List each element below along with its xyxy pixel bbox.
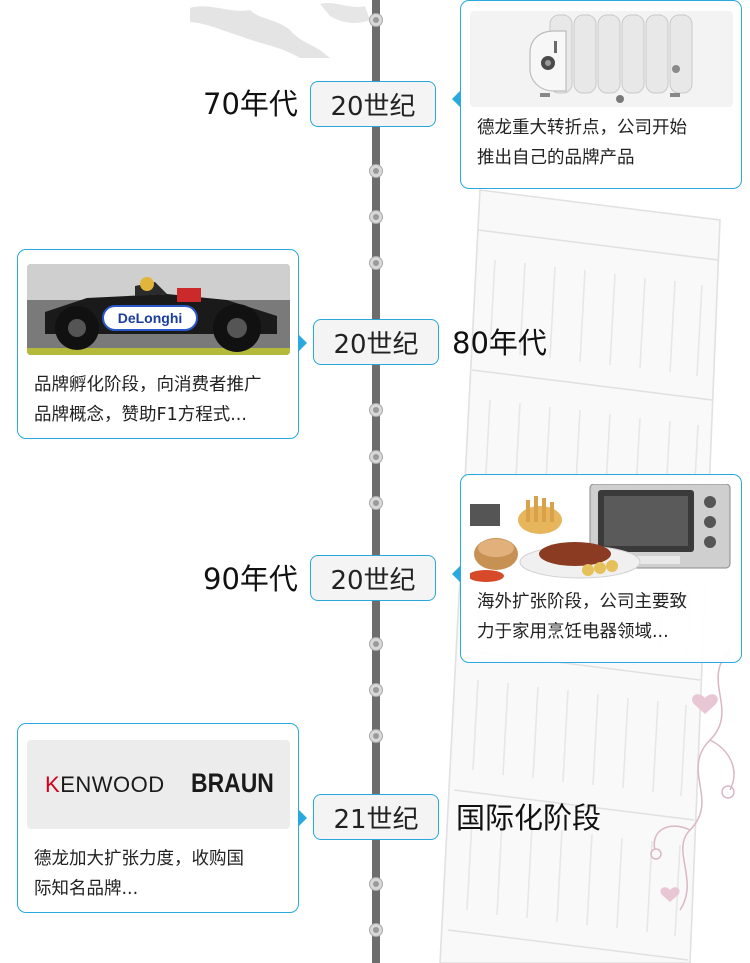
card-description-line: 德龙加大扩张力度，收购国 [34,849,244,869]
century-badge[interactable]: 21世纪 [313,794,439,840]
braun-logo: BRAUN [191,768,274,798]
card-image: KENWOOD BRAUN [27,740,290,829]
card-description-line: 德龙重大转折点，公司开始 [477,118,687,138]
card-pointer [452,91,460,107]
event-card[interactable]: DeLonghi 品牌孵化阶段，向消费者推广 品牌概念，赞助F1方程式... [17,249,299,439]
timeline-dot [369,683,383,697]
kenwood-logo: KENWOOD [45,772,165,798]
timeline-dot [369,13,383,27]
kitchen-oven-food-photo [470,484,733,582]
oil-radiator-heater-photo [470,11,733,107]
event-card[interactable]: 海外扩张阶段，公司主要致 力于家用烹饪电器领域... [460,474,742,663]
timeline-dot [369,450,383,464]
card-image [470,11,733,107]
f1-racing-car-photo: DeLonghi [27,264,290,355]
timeline-dot [369,496,383,510]
card-description-line: 际知名品牌... [34,879,139,899]
card-description: 德龙重大转折点，公司开始 推出自己的品牌产品 [477,113,733,173]
car-logo-text: DeLonghi [118,310,183,326]
century-badge[interactable]: 20世纪 [310,555,436,601]
card-description-line: 品牌概念，赞助F1方程式... [34,405,247,425]
card-pointer [452,566,460,582]
event-card[interactable]: KENWOOD BRAUN 德龙加大扩张力度，收购国 际知名品牌... [17,723,299,913]
timeline-dot [369,256,383,270]
event-card[interactable]: 德龙重大转折点，公司开始 推出自己的品牌产品 [460,0,742,189]
century-badge[interactable]: 20世纪 [313,319,439,365]
card-description: 品牌孵化阶段，向消费者推广 品牌概念，赞助F1方程式... [34,370,290,430]
timeline-dot [369,729,383,743]
card-description: 德龙加大扩张力度，收购国 际知名品牌... [34,844,290,904]
floral-swirl-decoration [650,649,735,911]
timeline-line [372,0,380,963]
card-description-line: 推出自己的品牌产品 [477,148,635,168]
europe-map-decoration [190,3,370,58]
timeline-dot [369,877,383,891]
timeline-dot [369,403,383,417]
card-pointer [299,335,307,351]
card-description-line: 力于家用烹饪电器领域... [477,622,669,642]
card-pointer [299,810,307,826]
era-label: 90年代 [203,562,298,596]
era-label: 70年代 [203,87,298,121]
timeline-dot [369,164,383,178]
card-image [470,484,733,582]
card-image: DeLonghi [27,264,290,355]
kenwood-logo-initial: K [45,772,61,797]
timeline-dot [369,637,383,651]
card-description-line: 海外扩张阶段，公司主要致 [477,592,687,612]
timeline-dot [369,923,383,937]
card-description: 海外扩张阶段，公司主要致 力于家用烹饪电器领域... [477,587,733,647]
kenwood-logo-rest: ENWOOD [60,772,165,797]
timeline-dot [369,210,383,224]
era-label: 国际化阶段 [456,801,602,835]
era-label: 80年代 [452,326,547,360]
card-description-line: 品牌孵化阶段，向消费者推广 [34,375,262,395]
century-badge[interactable]: 20世纪 [310,81,436,127]
